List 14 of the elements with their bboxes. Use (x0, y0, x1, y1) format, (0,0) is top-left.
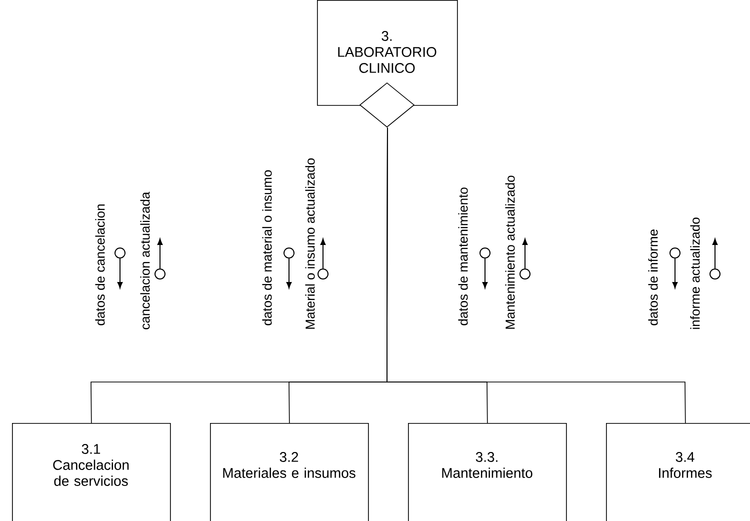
module-box: 3.3. Mantenimiento (408, 422, 567, 521)
flow-label: cancelacion actualizada (140, 192, 150, 330)
flow-label: Material o insumo actualizado (305, 158, 315, 329)
flow-label: datos de material o insumo (262, 170, 272, 326)
flow-label: informe actualizado (690, 218, 700, 329)
module-box: 3.1 Cancelacion de servicios (12, 422, 171, 521)
module-box: 3. LABORATORIO CLINICO (317, 0, 458, 128)
module-box: 3.4 Informes (606, 422, 750, 521)
flow-label: datos de mantenimiento (458, 188, 468, 326)
flow-label: Mantenimiento actualizado (505, 176, 515, 329)
module-box: 3.2 Materiales e insumos (210, 422, 369, 521)
flow-label: datos de informe (648, 230, 658, 326)
flow-label: datos de cancelacion (95, 204, 105, 326)
connector-line (386, 127, 686, 424)
